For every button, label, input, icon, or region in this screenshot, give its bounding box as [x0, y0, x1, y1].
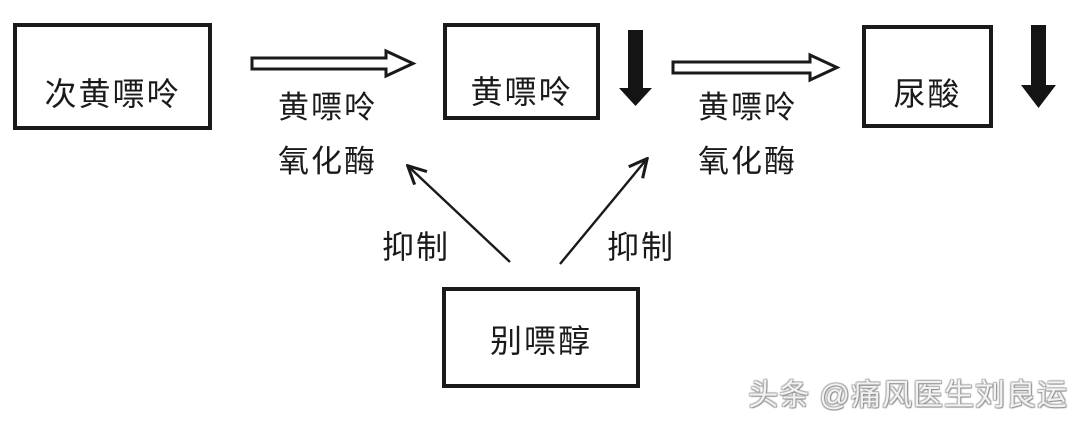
solid-down-arrow-icon: [619, 30, 652, 106]
inhibit-label-right: 抑制: [607, 229, 676, 265]
watermark-text: 头条 @痛风医生刘良运: [748, 379, 1068, 412]
node-hypoxanthine: 次黄嘌呤: [13, 23, 212, 130]
enzyme-label-1-line-1: 黄嘌呤: [278, 90, 377, 125]
thin-line-arrow-icon: [409, 167, 511, 263]
inhibit-label-left: 抑制: [382, 229, 451, 265]
solid-down-arrow-icon: [1021, 25, 1056, 108]
node-allopurinol: 别嘌醇: [442, 287, 640, 388]
node-allopurinol-label: 别嘌醇: [489, 322, 592, 359]
hollow-right-arrow-icon: [250, 48, 417, 79]
hollow-right-arrow-icon: [671, 52, 841, 83]
node-xanthine: 黄嘌呤: [443, 23, 600, 120]
enzyme-label-2-line-1: 黄嘌呤: [698, 90, 797, 125]
enzyme-label-1-line-2: 氧化酶: [278, 144, 377, 179]
node-uric-acid-label: 尿酸: [893, 75, 962, 112]
node-uric-acid: 尿酸: [862, 25, 993, 128]
thin-line-arrow-icon: [559, 160, 646, 265]
node-hypoxanthine-label: 次黄嘌呤: [44, 75, 181, 112]
node-xanthine-label: 黄嘌呤: [470, 73, 573, 110]
enzyme-label-2-line-2: 氧化酶: [698, 144, 797, 179]
